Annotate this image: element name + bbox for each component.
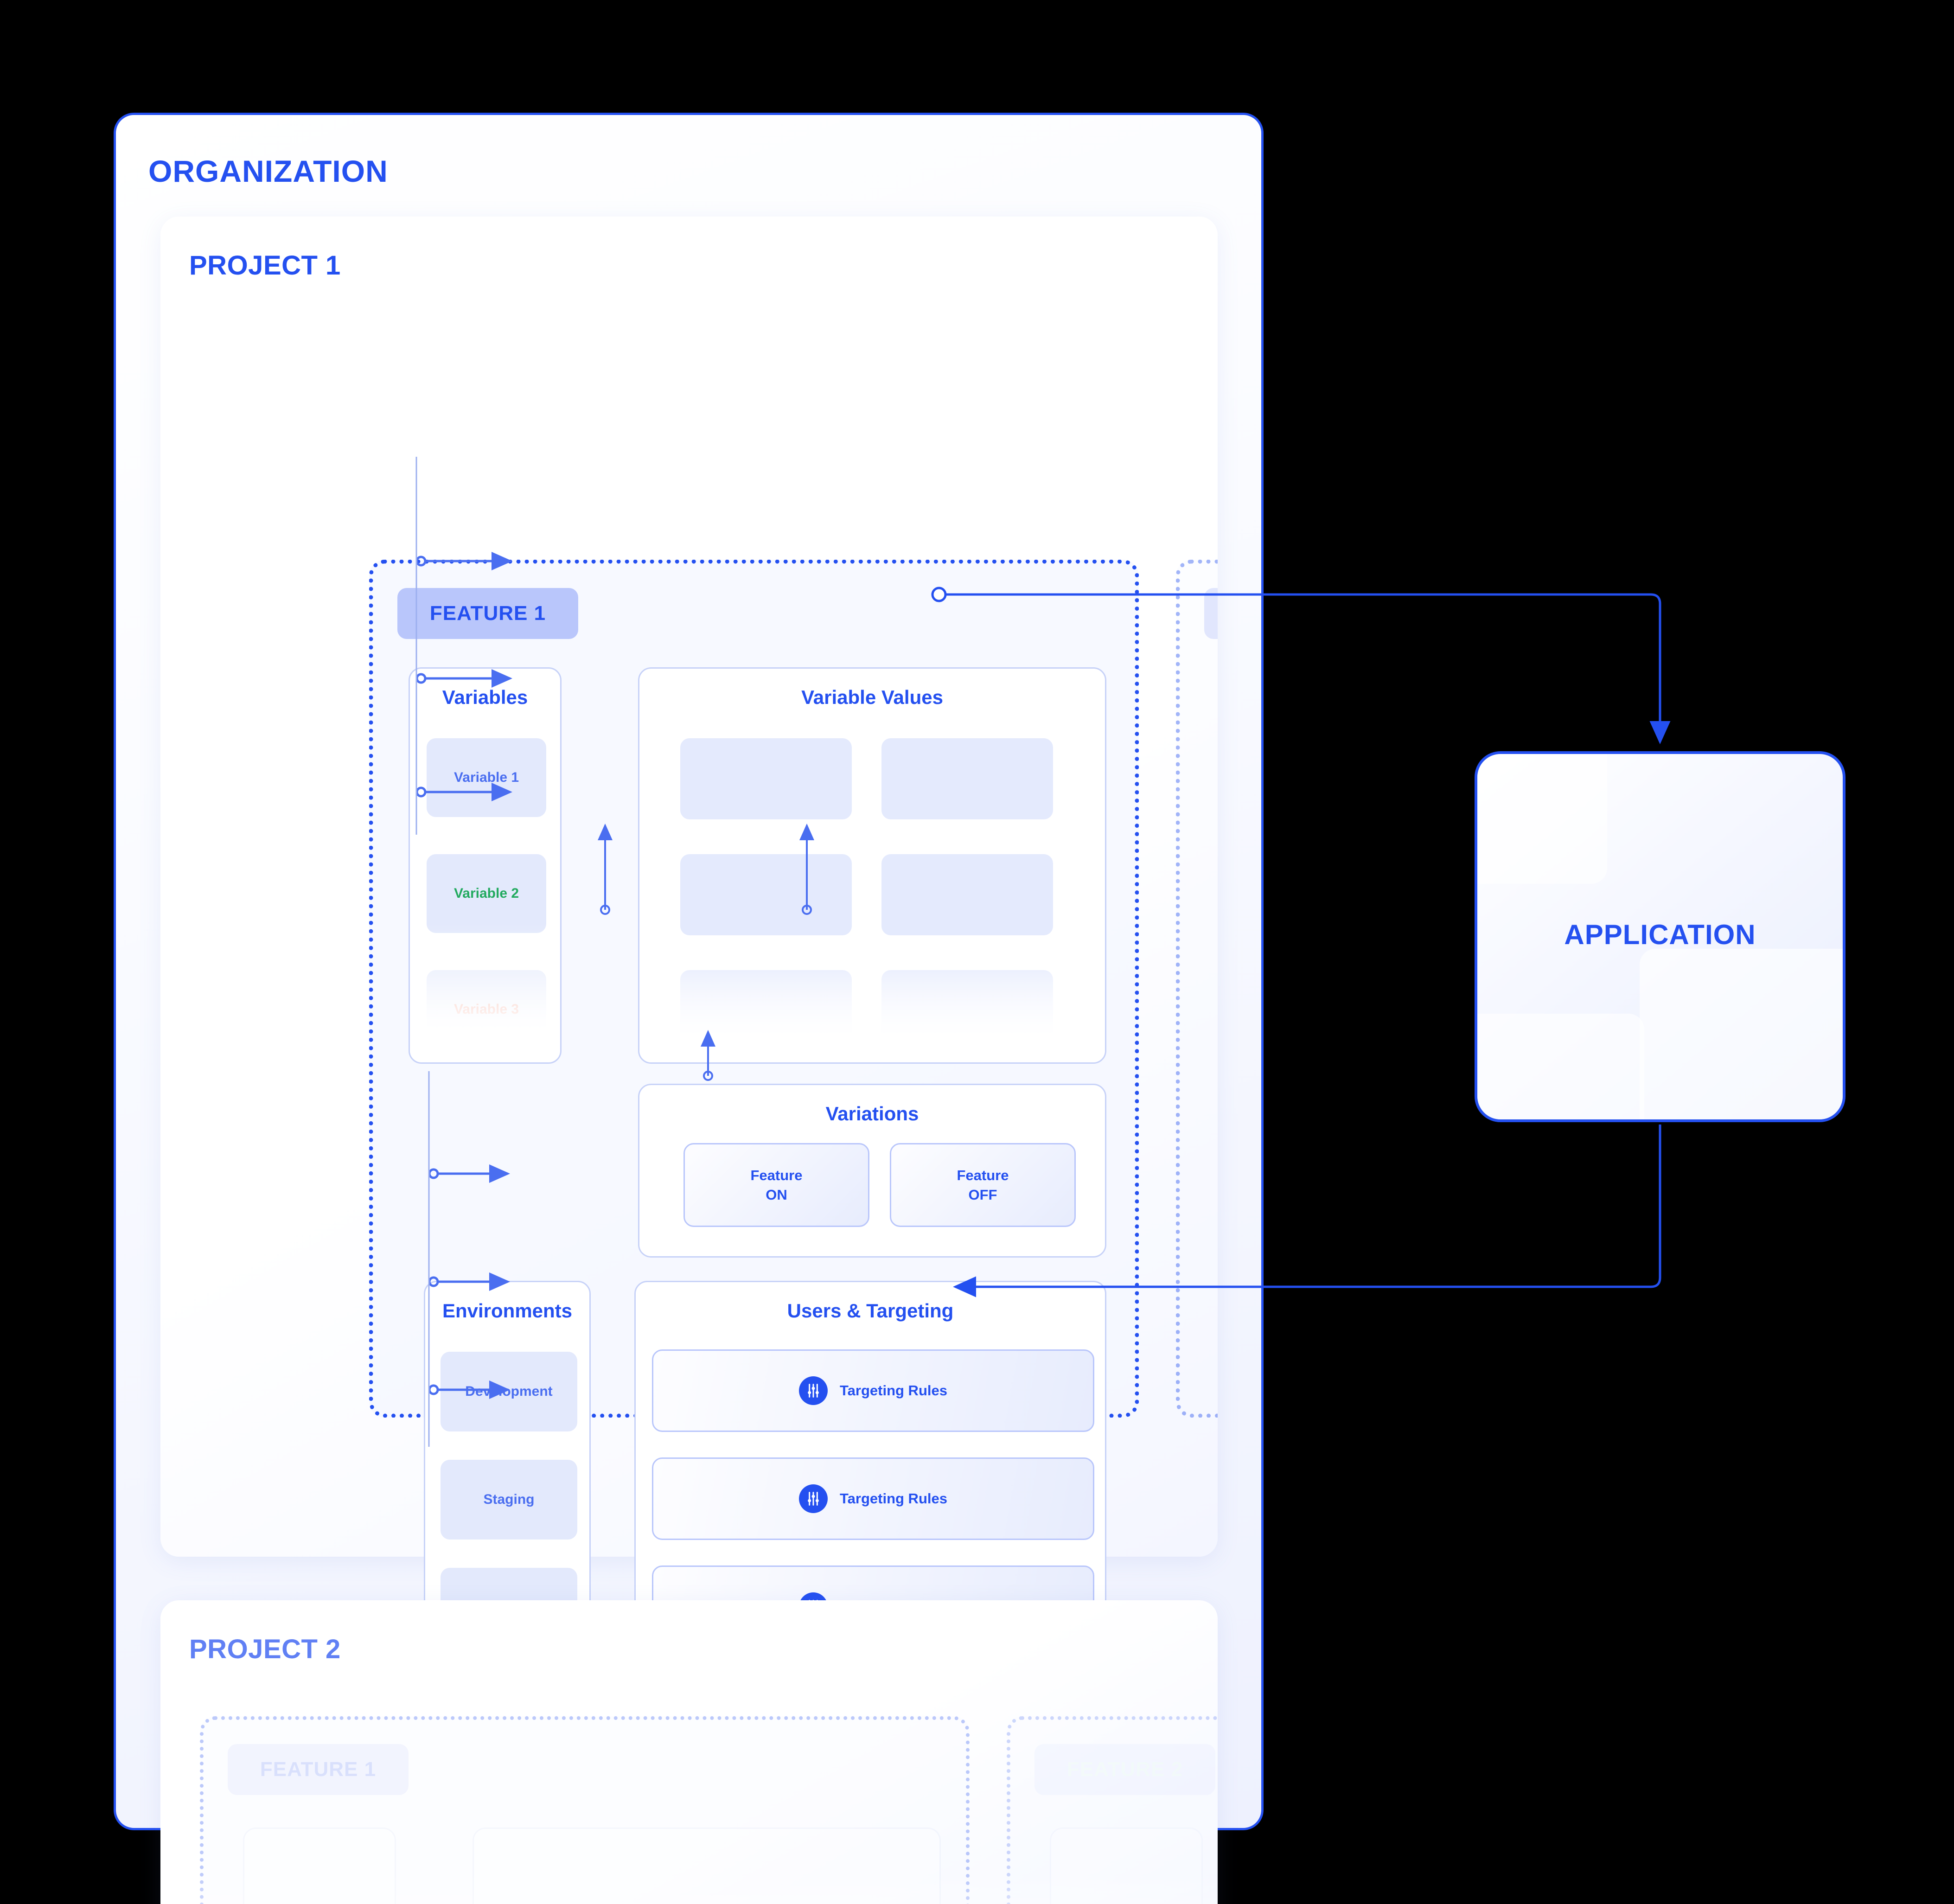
decorative-shape [1477,754,1607,884]
decorative-shape [1477,1014,1644,1119]
targeting-rule-row[interactable]: Targeting Rules [652,1349,1094,1432]
project-2-feature-1-chip[interactable]: FEATURE 1 [228,1744,409,1795]
variation-feature-off[interactable]: Feature OFF [890,1143,1076,1227]
fade-mask [160,1869,1218,1904]
project-2-card: PROJECT 2 FEATURE 1 FEATURE 2 [160,1600,1218,1904]
variation-feature-on[interactable]: Feature ON [683,1143,869,1227]
sliders-icon [799,1376,828,1405]
variable-value-cell[interactable] [881,854,1053,935]
environment-item-development[interactable]: Development [441,1352,577,1431]
variation-line-2: OFF [968,1186,997,1203]
variation-line-2: ON [766,1186,787,1203]
targeting-rule-label: Targeting Rules [840,1382,947,1399]
users-targeting-title: Users & Targeting [787,1300,954,1322]
organization-card: ORGANIZATION PROJECT 1 FEATURE 2 Variabl… [114,113,1264,1904]
feature-2-chip[interactable]: FEATURE 2 [1204,588,1218,639]
variations-title: Variations [825,1103,919,1125]
feature-2-block[interactable]: FEATURE 2 Variables Variable 1 Variable … [1176,560,1218,1418]
variable-item-1[interactable]: Variable 1 [427,738,546,817]
decorative-shape [1640,949,1843,1119]
targeting-rule-row[interactable]: Targeting Rules [652,1457,1094,1540]
variable-values-panel: Variable Values [638,667,1106,1064]
application-box[interactable]: APPLICATION [1475,751,1845,1122]
project-1-card: PROJECT 1 FEATURE 2 Variables Variable 1… [160,217,1218,1677]
variable-value-cell[interactable] [680,738,852,819]
variable-item-3[interactable]: Variable 3 [427,970,546,1049]
environments-title: Environments [442,1300,573,1322]
variations-panel: Variations Feature ON Feature OFF [638,1084,1106,1258]
environment-item-staging[interactable]: Staging [441,1460,577,1540]
project-1-title: PROJECT 1 [189,250,341,281]
variables-title: Variables [442,686,528,708]
variable-values-title: Variable Values [801,686,943,708]
variable-item-2[interactable]: Variable 2 [427,854,546,933]
variables-panel: Variables Variable 1 Variable 2 Variable… [409,667,562,1064]
variable-value-cell[interactable] [680,970,852,1051]
project-2-title: PROJECT 2 [189,1634,341,1664]
application-label: APPLICATION [1564,919,1756,950]
project-2-feature-2-chip[interactable]: FEATURE 2 [1034,1744,1215,1795]
variable-value-cell[interactable] [881,970,1053,1051]
variable-value-cell[interactable] [881,738,1053,819]
sliders-icon [799,1484,828,1513]
feature-1-chip[interactable]: FEATURE 1 [397,588,578,639]
targeting-rule-label: Targeting Rules [840,1490,947,1507]
organization-title: ORGANIZATION [148,154,388,188]
variable-value-cell[interactable] [680,854,852,935]
variation-line-1: Feature [750,1167,803,1183]
variation-line-1: Feature [957,1167,1009,1183]
